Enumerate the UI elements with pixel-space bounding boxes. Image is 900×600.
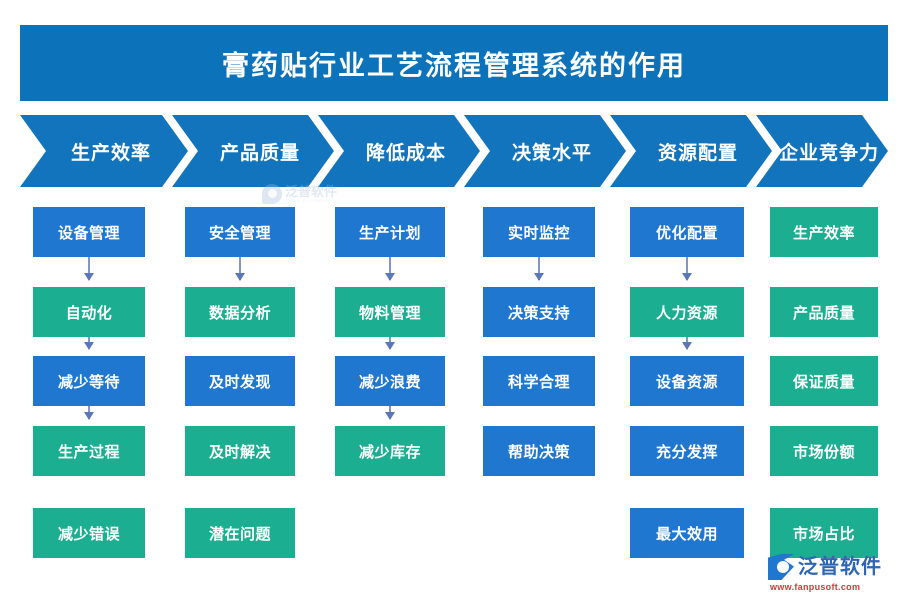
page-title: 膏药贴行业工艺流程管理系统的作用 (222, 50, 686, 81)
fanpu-logo-icon (768, 554, 794, 580)
node-columns: 设备管理自动化减少等待生产过程减少错误安全管理数据分析及时发现及时解决潜在问题生… (0, 200, 900, 580)
node-label: 潜在问题 (208, 525, 271, 543)
node-label: 数据分析 (208, 304, 271, 322)
node-box[interactable]: 产品质量 (770, 287, 878, 337)
node-box[interactable]: 减少库存 (335, 426, 445, 476)
flow-arrow (84, 406, 94, 420)
node-box[interactable]: 安全管理 (185, 207, 295, 257)
node-box[interactable]: 及时发现 (185, 356, 295, 406)
node-label: 物料管理 (358, 304, 421, 322)
node-box[interactable]: 实时监控 (483, 207, 595, 257)
process-chevron-row: 生产效率 产品质量 降低成本 决策水平 资源配置 企业竞争力 (20, 115, 888, 187)
node-column-5: 优化配置人力资源设备资源充分发挥最大效用 (630, 200, 744, 580)
brand-logo: 泛普软件 www.fanpusoft.com (768, 552, 896, 594)
node-box[interactable]: 设备资源 (630, 356, 744, 406)
node-box[interactable]: 减少浪费 (335, 356, 445, 406)
node-label: 充分发挥 (655, 443, 718, 461)
node-box[interactable]: 减少等待 (33, 356, 145, 406)
node-label: 人力资源 (655, 304, 718, 322)
node-label: 设备管理 (57, 224, 120, 242)
chevron-step-label: 生产效率 (70, 142, 151, 164)
node-label: 生产计划 (358, 224, 421, 242)
flow-arrow (385, 337, 395, 350)
node-label: 市场份额 (792, 443, 855, 461)
node-box[interactable]: 及时解决 (185, 426, 295, 476)
chevron-step-label: 资源配置 (657, 142, 738, 164)
logo-row: 泛普软件 (768, 554, 896, 580)
node-label: 帮助决策 (507, 443, 570, 461)
chevron-step-label: 降低成本 (365, 142, 446, 164)
chevron-step-2[interactable]: 产品质量 (172, 115, 334, 187)
flow-arrow (84, 337, 94, 350)
node-label: 及时发现 (208, 373, 271, 391)
chevron-step-label: 决策水平 (511, 142, 592, 164)
node-box[interactable]: 物料管理 (335, 287, 445, 337)
flow-arrow (84, 257, 94, 281)
node-label: 科学合理 (507, 373, 570, 391)
node-box[interactable]: 充分发挥 (630, 426, 744, 476)
node-column-6: 生产效率产品质量保证质量市场份额市场占比 (770, 200, 878, 580)
node-label: 及时解决 (208, 443, 271, 461)
node-label: 保证质量 (792, 373, 855, 391)
flow-arrow (385, 257, 395, 281)
node-box[interactable]: 人力资源 (630, 287, 744, 337)
node-box[interactable]: 数据分析 (185, 287, 295, 337)
flow-arrow (385, 406, 395, 420)
node-label: 减少等待 (57, 373, 120, 391)
title-banner: 膏药贴行业工艺流程管理系统的作用 (20, 25, 888, 101)
node-box[interactable]: 减少错误 (33, 508, 145, 558)
node-label: 优化配置 (655, 224, 718, 242)
flow-arrow (682, 257, 692, 281)
node-box[interactable]: 最大效用 (630, 508, 744, 558)
node-box[interactable]: 潜在问题 (185, 508, 295, 558)
node-label: 产品质量 (792, 304, 855, 322)
logo-dot-shape (777, 561, 789, 573)
node-label: 实时监控 (507, 224, 570, 242)
flow-arrow (534, 257, 544, 281)
node-column-1: 设备管理自动化减少等待生产过程减少错误 (33, 200, 145, 580)
node-label: 自动化 (65, 304, 113, 322)
node-label: 生产过程 (57, 443, 120, 461)
flow-arrow (235, 257, 245, 281)
node-box[interactable]: 生产过程 (33, 426, 145, 476)
node-label: 减少浪费 (358, 373, 421, 391)
node-label: 设备资源 (655, 373, 718, 391)
node-box[interactable]: 市场占比 (770, 508, 878, 558)
node-label: 最大效用 (655, 525, 718, 543)
node-column-2: 安全管理数据分析及时发现及时解决潜在问题 (185, 200, 295, 580)
node-label: 减少库存 (358, 443, 421, 461)
node-label: 减少错误 (57, 525, 120, 543)
node-box[interactable]: 自动化 (33, 287, 145, 337)
node-box[interactable]: 决策支持 (483, 287, 595, 337)
chevron-step-6[interactable]: 企业竞争力 (756, 115, 888, 187)
chevron-step-5[interactable]: 资源配置 (610, 115, 772, 187)
chevron-step-3[interactable]: 降低成本 (318, 115, 480, 187)
chevron-step-1[interactable]: 生产效率 (20, 115, 188, 187)
node-column-4: 实时监控决策支持科学合理帮助决策 (483, 200, 595, 580)
node-box[interactable]: 科学合理 (483, 356, 595, 406)
node-label: 安全管理 (208, 224, 271, 242)
node-label: 生产效率 (792, 224, 855, 242)
node-box[interactable]: 设备管理 (33, 207, 145, 257)
chevron-step-4[interactable]: 决策水平 (464, 115, 626, 187)
node-box[interactable]: 市场份额 (770, 426, 878, 476)
node-box[interactable]: 生产效率 (770, 207, 878, 257)
node-label: 市场占比 (792, 525, 855, 543)
node-box[interactable]: 优化配置 (630, 207, 744, 257)
node-box[interactable]: 保证质量 (770, 356, 878, 406)
node-label: 决策支持 (507, 304, 570, 322)
chevron-step-label: 产品质量 (219, 142, 300, 164)
flow-arrow (682, 337, 692, 350)
node-column-3: 生产计划物料管理减少浪费减少库存 (335, 200, 445, 580)
node-box[interactable]: 生产计划 (335, 207, 445, 257)
logo-url-text: www.fanpusoft.com (770, 582, 861, 592)
chevron-step-label: 企业竞争力 (778, 142, 879, 164)
logo-brand-text: 泛普软件 (798, 556, 882, 578)
node-box[interactable]: 帮助决策 (483, 426, 595, 476)
